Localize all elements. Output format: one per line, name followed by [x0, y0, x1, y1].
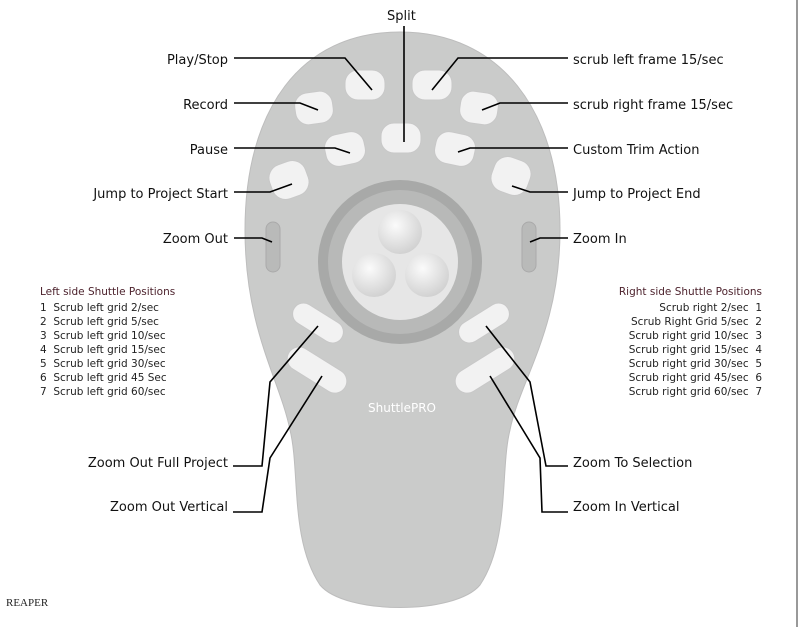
right-shuttle-item: Scrub right grid 10/sec 3	[629, 330, 762, 342]
split-button[interactable]	[380, 122, 422, 154]
jump-end-button[interactable]	[487, 153, 535, 200]
label-split: Split	[387, 9, 416, 24]
left-shuttle-item: 1 Scrub left grid 2/sec	[40, 302, 159, 314]
label-scrub-left-frame: scrub left frame 15/sec	[573, 53, 724, 68]
footer-label: REAPER	[6, 597, 49, 609]
left-shuttle-item: 5 Scrub left grid 30/sec	[40, 358, 166, 370]
left-shuttle-item: 3 Scrub left grid 10/sec	[40, 330, 166, 342]
left-shuttle-item: 2 Scrub left grid 5/sec	[40, 316, 159, 328]
device-brand-logo: ShuttlePRO	[368, 401, 436, 415]
label-jump-end: Jump to Project End	[572, 187, 701, 202]
right-shuttle-list: Right side Shuttle Positions Scrub right…	[619, 286, 762, 398]
zoom-in-side-button[interactable]	[521, 221, 537, 273]
scrub-right-frame-button[interactable]	[458, 90, 500, 127]
left-shuttle-list: Left side Shuttle Positions 1 Scrub left…	[40, 286, 175, 398]
right-shuttle-item: Scrub right 2/sec 1	[659, 302, 762, 314]
left-shuttle-item: 6 Scrub left grid 45 Sec	[40, 372, 167, 384]
right-shuttle-item: Scrub right grid 15/sec 4	[629, 344, 763, 356]
right-shuttle-heading: Right side Shuttle Positions	[619, 286, 762, 298]
label-custom-trim: Custom Trim Action	[573, 143, 699, 158]
label-zoom-out: Zoom Out	[163, 232, 228, 247]
label-jump-start: Jump to Project Start	[92, 187, 228, 202]
ball-left	[352, 253, 396, 297]
right-shuttle-item: Scrub right grid 30/sec 5	[629, 358, 762, 370]
leader-lines	[233, 26, 568, 513]
ball-right	[405, 253, 449, 297]
right-shuttle-item: Scrub Right Grid 5/sec 2	[631, 316, 762, 328]
label-zoom-in: Zoom In	[573, 232, 627, 247]
pause-button[interactable]	[322, 129, 368, 169]
zoom-in-vertical-button[interactable]	[451, 342, 520, 397]
play-stop-button[interactable]	[344, 69, 386, 101]
left-shuttle-item: 4 Scrub left grid 15/sec	[40, 344, 166, 356]
label-zoom-to-selection: Zoom To Selection	[573, 456, 692, 471]
ball-top	[378, 210, 422, 254]
label-zoom-out-full: Zoom Out Full Project	[88, 456, 228, 471]
label-record: Record	[183, 98, 228, 113]
left-shuttle-heading: Left side Shuttle Positions	[40, 286, 175, 298]
zoom-out-side-button[interactable]	[265, 221, 281, 273]
jump-start-button[interactable]	[265, 157, 313, 204]
right-shuttle-item: Scrub right grid 60/sec 7	[629, 386, 762, 398]
scrub-left-frame-button[interactable]	[411, 69, 453, 101]
label-zoom-in-vertical: Zoom In Vertical	[573, 500, 679, 515]
right-shuttle-item: Scrub right grid 45/sec 6	[629, 372, 763, 384]
label-play-stop: Play/Stop	[167, 53, 228, 68]
label-scrub-right-frame: scrub right frame 15/sec	[573, 98, 733, 113]
zoom-to-selection-button[interactable]	[454, 299, 513, 347]
label-pause: Pause	[190, 143, 228, 158]
label-zoom-out-vertical: Zoom Out Vertical	[110, 500, 228, 515]
zoom-out-vertical-button[interactable]	[283, 342, 352, 397]
custom-trim-button[interactable]	[432, 129, 478, 169]
left-shuttle-item: 7 Scrub left grid 60/sec	[40, 386, 166, 398]
